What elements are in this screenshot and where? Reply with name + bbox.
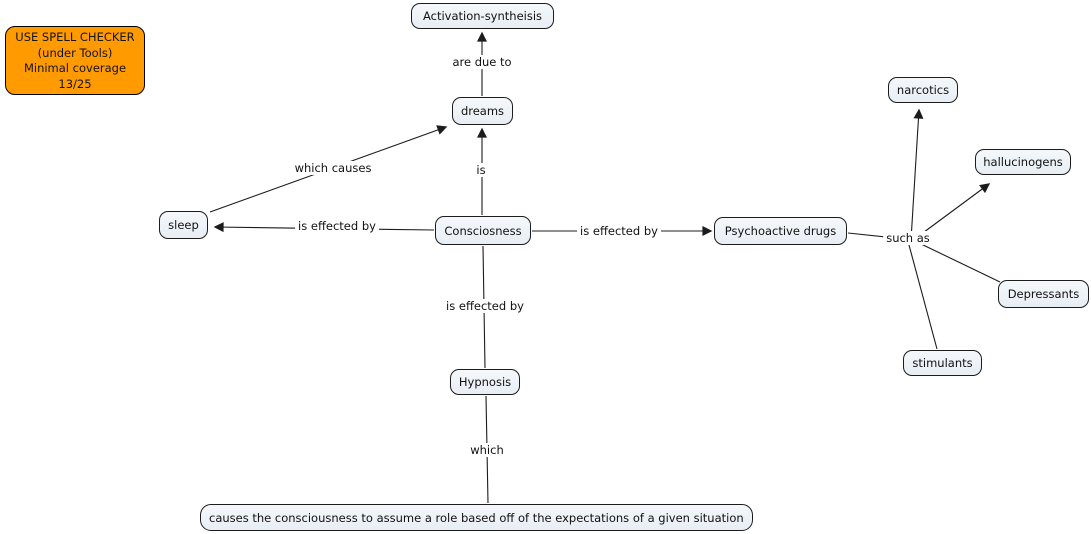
edge-suchas-narcotics[interactable] bbox=[910, 108, 924, 241]
edge-suchas-stimulants[interactable] bbox=[908, 244, 938, 350]
node-dreams[interactable]: dreams bbox=[452, 97, 513, 125]
edge-label-is[interactable]: is bbox=[473, 163, 489, 177]
edge-suchas-depressants[interactable] bbox=[918, 242, 1001, 283]
node-role-statement[interactable]: causes the consciousness to assume a rol… bbox=[200, 504, 753, 531]
edge-suchas-hallucinogens[interactable] bbox=[915, 183, 991, 239]
node-psychoactive-drugs[interactable]: Psychoactive drugs bbox=[714, 217, 847, 245]
note-line: Minimal coverage bbox=[23, 61, 127, 75]
node-hallucinogens[interactable]: hallucinogens bbox=[975, 149, 1071, 175]
node-narcotics[interactable]: narcotics bbox=[888, 77, 958, 103]
node-activation-syntheisis[interactable]: Activation-syntheisis bbox=[411, 3, 554, 29]
spell-checker-note[interactable]: USE SPELL CHECKER (under Tools) Minimal … bbox=[5, 26, 145, 95]
node-hypnosis[interactable]: Hypnosis bbox=[450, 369, 520, 395]
edge-label-which[interactable]: which bbox=[467, 443, 507, 457]
node-consciousness[interactable]: Consciosness bbox=[435, 216, 531, 245]
edge-label-is-effected-by-drugs[interactable]: is effected by bbox=[577, 224, 661, 238]
node-sleep[interactable]: sleep bbox=[159, 211, 208, 239]
edge-label-are-due-to[interactable]: are due to bbox=[449, 55, 515, 69]
note-line: USE SPELL CHECKER bbox=[15, 30, 135, 44]
note-line: 13/25 bbox=[58, 76, 92, 91]
node-depressants[interactable]: Depressants bbox=[998, 280, 1089, 308]
edge-label-such-as[interactable]: such as bbox=[883, 231, 933, 245]
edge-label-is-effected-by-sleep[interactable]: is effected by bbox=[295, 219, 379, 233]
note-line: (under Tools) bbox=[37, 45, 113, 60]
edge-label-which-causes[interactable]: which causes bbox=[291, 161, 375, 175]
edge-label-is-effected-by-hypnosis[interactable]: is effected by bbox=[443, 299, 527, 313]
node-stimulants[interactable]: stimulants bbox=[903, 350, 982, 376]
